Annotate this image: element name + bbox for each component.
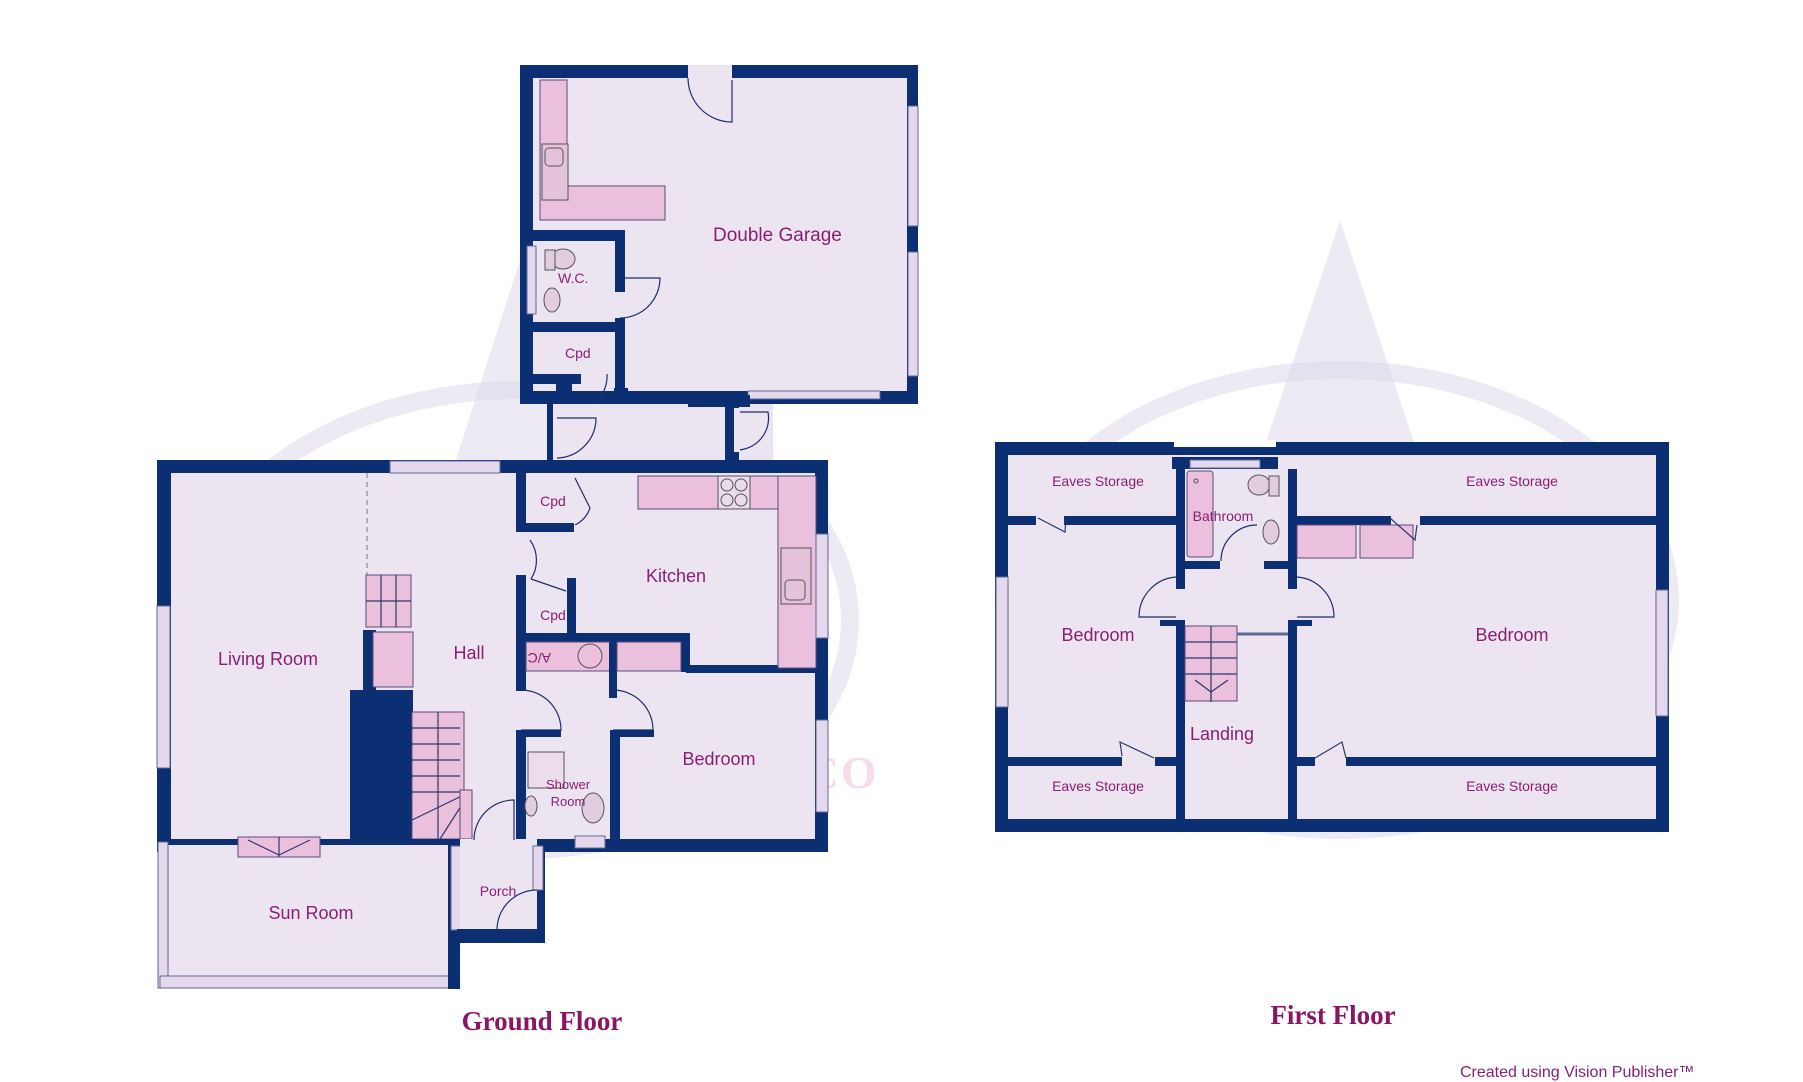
room-label-wc: W.C. (558, 270, 588, 286)
room-label-sun-room: Sun Room (268, 903, 353, 923)
room-label-bedroom-right: Bedroom (1475, 625, 1548, 645)
double-garage: Double Garage W.C. Cpd (520, 65, 919, 464)
ground-floor-main: A/C Shower Room (156, 460, 829, 989)
room-label-porch: Porch (480, 883, 517, 899)
room-label-hall: Hall (453, 643, 484, 663)
room-label-eaves-storage-top-right: Eaves Storage (1466, 473, 1558, 489)
room-label-bedroom-left: Bedroom (1061, 625, 1134, 645)
ground-floor-plan: Double Garage W.C. Cpd (156, 65, 919, 1036)
room-label-eaves-storage-bottom-right: Eaves Storage (1466, 778, 1558, 794)
room-label-eaves-storage-top-left: Eaves Storage (1052, 473, 1144, 489)
first-floor-title: First Floor (1270, 1000, 1395, 1030)
room-label-cpd-1: Cpd (540, 493, 566, 509)
room-label-bathroom: Bathroom (1193, 508, 1254, 524)
room-label-cpd-garage: Cpd (565, 345, 591, 361)
room-label-bedroom: Bedroom (682, 749, 755, 769)
first-floor-plan: Eaves Storage Bathroom Eaves Storage Bed… (995, 440, 1669, 1030)
room-label-double-garage: Double Garage (713, 225, 842, 246)
room-label-cpd-2: Cpd (540, 607, 566, 623)
room-label-ac: A/C (528, 650, 551, 666)
room-label-landing: Landing (1190, 724, 1254, 744)
room-label-shower-line2: Room (551, 794, 586, 809)
room-label-shower-line1: Shower (546, 777, 591, 792)
room-label-eaves-storage-bottom-left: Eaves Storage (1052, 778, 1144, 794)
credit-text: Created using Vision Publisher™ (1460, 1064, 1695, 1081)
room-label-living-room: Living Room (218, 649, 318, 669)
ground-floor-title: Ground Floor (462, 1006, 623, 1036)
room-label-kitchen: Kitchen (646, 566, 706, 586)
